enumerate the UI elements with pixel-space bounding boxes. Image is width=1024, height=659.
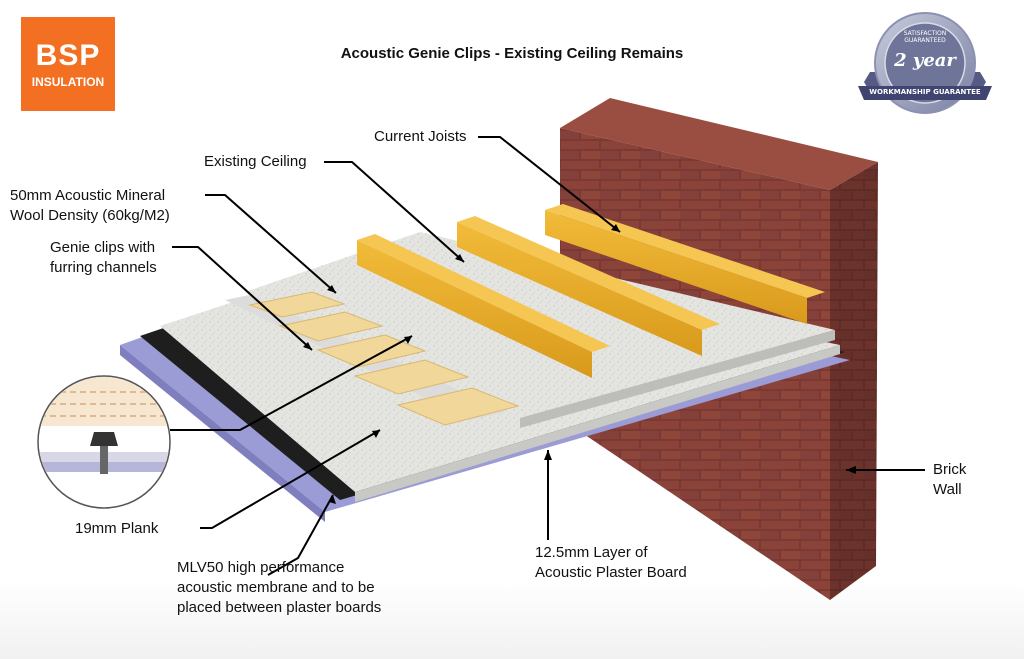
label-mineral-wool-line1: 50mm Acoustic Mineral xyxy=(10,187,166,204)
logo-text-bsp: BSP xyxy=(35,39,101,72)
label-brick-line2: Wall xyxy=(933,481,962,498)
leader-detail xyxy=(170,335,413,431)
label-genie-clips-line2: furring channels xyxy=(50,259,157,276)
label-genie-clips-line1: Genie clips with xyxy=(50,239,156,256)
joist-1 xyxy=(357,240,592,378)
label-plank: 19mm Plank xyxy=(75,520,159,537)
brick-wall-side xyxy=(830,162,878,600)
label-brick-line1: Brick xyxy=(933,461,967,478)
label-mlv-line3: placed between plaster boards xyxy=(177,599,382,616)
label-plaster-line2: Acoustic Plaster Board xyxy=(535,564,687,581)
logo-text-insulation: INSULATION xyxy=(31,75,105,89)
leader-mineral-wool xyxy=(205,194,337,294)
joist-3 xyxy=(545,210,807,324)
diagram-title: Acoustic Genie Clips - Existing Ceiling … xyxy=(340,45,684,62)
badge-ribbon-text: WORKMANSHIP GUARANTEE xyxy=(869,88,981,96)
leader-mlv xyxy=(267,494,334,576)
label-current-joists: Current Joists xyxy=(374,128,467,145)
bsp-logo: BSP INSULATION xyxy=(21,17,115,111)
badge-main-text: 2 year xyxy=(894,50,956,71)
leader-current-joists xyxy=(478,136,621,233)
leader-lines xyxy=(170,136,925,576)
label-mlv-line1: MLV50 high performance xyxy=(177,559,345,576)
label-mlv-line2: acoustic membrane and to be xyxy=(177,579,375,596)
label-plaster-line1: 12.5mm Layer of xyxy=(535,544,648,561)
joist-2 xyxy=(457,222,702,356)
clip-detail-circle xyxy=(37,375,171,509)
leader-genie-clips xyxy=(172,246,313,351)
leader-existing-ceiling xyxy=(324,161,465,263)
label-mineral-wool-line2: Wool Density (60kg/M2) xyxy=(10,207,170,224)
leader-plank xyxy=(200,429,381,529)
label-existing-ceiling: Existing Ceiling xyxy=(204,153,307,170)
badge-arc-text: SATISFACTION GUARANTEED xyxy=(903,30,947,44)
guarantee-badge xyxy=(858,12,992,114)
brick-wall-top xyxy=(560,98,878,190)
